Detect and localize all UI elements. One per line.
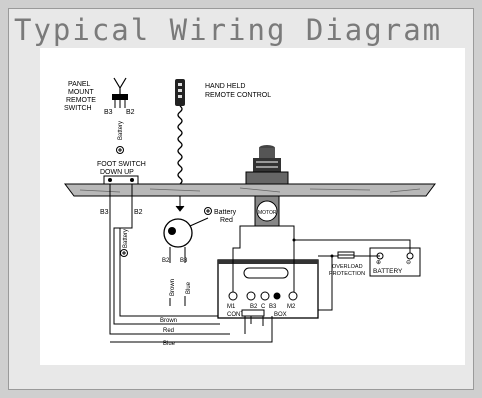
panel-mount-remote-switch: PANEL MOUNT REMOTE SWITCH B3 B2 Battery	[64, 77, 135, 154]
control-box: M1 B2 C B3 M2 CONTROL BOX	[217, 259, 319, 319]
c-terminal-label: C	[261, 304, 266, 310]
panel-mount-label-2: MOUNT	[68, 89, 94, 96]
overload-label-1: OVERLOAD	[332, 264, 363, 270]
page-title: Typical Wiring Diagram	[14, 13, 443, 47]
deck	[64, 183, 436, 197]
b3-terminal-label: B3	[269, 304, 277, 310]
svg-text:⊖: ⊖	[406, 260, 411, 266]
hand-held-remote: HAND HELD REMOTE CONTROL	[175, 79, 271, 198]
panel-mount-label-1: PANEL	[68, 81, 91, 88]
brown-vertical-label: Brown	[170, 279, 176, 296]
panel-mount-label-4: SWITCH	[64, 105, 92, 112]
panel-battery-label: Battery	[118, 121, 124, 140]
foot-switch-label: FOOT SWITCH	[97, 161, 146, 168]
battery-red-label-2: Red	[220, 217, 233, 224]
overload-label-2: PROTECTION	[329, 271, 365, 277]
red-wire-label: Red	[163, 328, 174, 334]
svg-text:⊕: ⊕	[376, 260, 381, 266]
panel-b3-label: B3	[104, 109, 113, 116]
battery-box-label: BATTERY	[373, 268, 403, 275]
ctrl-b2-label: B2	[162, 258, 170, 264]
blue-vertical-label: Blue	[186, 281, 192, 294]
motor-label: MOTOR	[258, 210, 277, 216]
battery-vertical-label: Battery	[123, 229, 129, 248]
brown-wire-label: Brown	[160, 318, 177, 324]
b2-terminal-label: B2	[250, 304, 258, 310]
blue-wire-label: Blue	[163, 341, 176, 347]
box-label: BOX	[274, 312, 287, 318]
panel-mount-label-3: REMOTE	[66, 97, 96, 104]
battery-red-label-1: Battery	[214, 209, 237, 216]
windlass: MOTOR	[245, 145, 289, 227]
b2-label: B2	[134, 209, 143, 216]
foot-switch-down-up: DOWN UP	[100, 169, 134, 176]
hand-held-label-2: REMOTE CONTROL	[205, 92, 271, 99]
ctrl-b3-label: B3	[180, 258, 188, 264]
panel-b2-label: B2	[126, 109, 135, 116]
hand-held-label-1: HAND HELD	[205, 83, 245, 90]
wiring-diagram: PANEL MOUNT REMOTE SWITCH B3 B2 Battery	[40, 48, 465, 365]
wiring-diagram-svg: PANEL MOUNT REMOTE SWITCH B3 B2 Battery	[64, 77, 436, 347]
b3-label: B3	[100, 209, 109, 216]
m2-label: M2	[287, 304, 296, 310]
m1-label: M1	[227, 304, 236, 310]
